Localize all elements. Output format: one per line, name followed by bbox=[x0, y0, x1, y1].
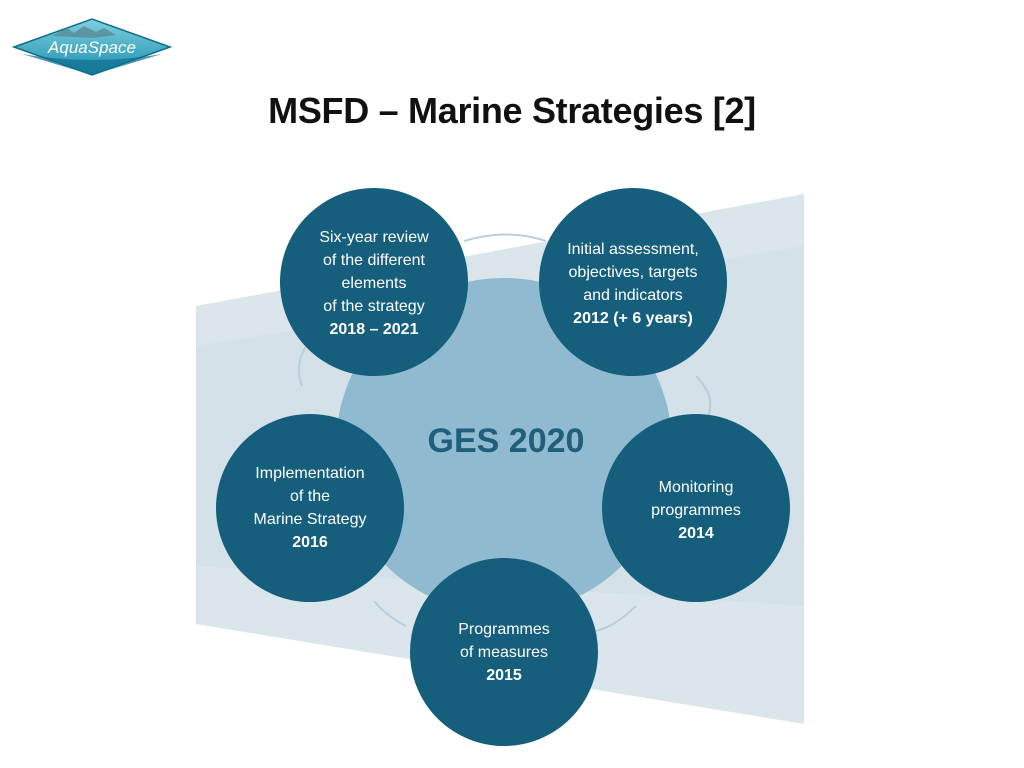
aquaspace-logo: AquaSpace bbox=[12, 18, 172, 76]
node-circle-review bbox=[280, 188, 468, 376]
page-title: MSFD – Marine Strategies [2] bbox=[268, 90, 756, 131]
node-circle-measures bbox=[410, 558, 598, 746]
msfd-cycle-diagram: GES 2020 Six-year review of the differen… bbox=[196, 186, 804, 746]
ges-2020-label: GES 2020 bbox=[427, 422, 585, 460]
node-implementation: Implementation of the Marine Strategy 20… bbox=[253, 465, 367, 551]
node-review: Six-year review of the different element… bbox=[319, 229, 429, 338]
logo-text: AquaSpace bbox=[47, 38, 136, 57]
node-circle-implementation bbox=[216, 414, 404, 602]
node-circle-assessment bbox=[539, 188, 727, 376]
node-circle-monitoring bbox=[602, 414, 790, 602]
node-assessment: Initial assessment, objectives, targets … bbox=[567, 241, 699, 327]
node-measures: Programmes of measures 2015 bbox=[458, 621, 550, 684]
node-monitoring: Monitoring programmes 2014 bbox=[651, 479, 741, 542]
